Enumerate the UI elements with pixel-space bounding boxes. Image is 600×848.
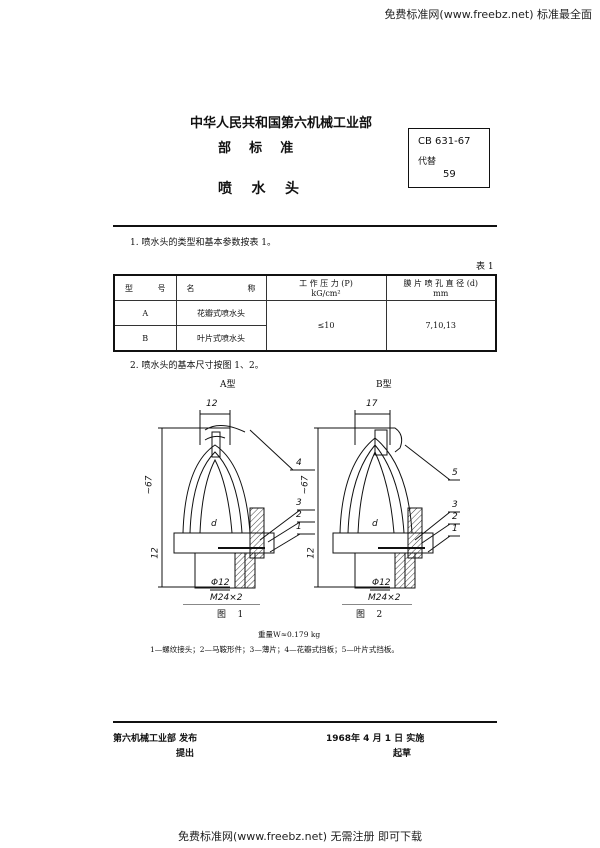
cell-type: B bbox=[113, 325, 177, 352]
part-5: 5 bbox=[452, 468, 458, 478]
header-pressure: 工 作 压 力 (P) bbox=[299, 279, 353, 288]
page-title: 喷 水 头 bbox=[218, 181, 299, 197]
header-type-b: 号 bbox=[157, 283, 166, 293]
weight-note: 重量W≈0.179 kg bbox=[258, 630, 321, 639]
footer-rule bbox=[113, 721, 497, 723]
header-name-a: 名 bbox=[186, 283, 195, 293]
figure-2-caption: 图 2 bbox=[356, 610, 383, 620]
dim-b-thread: M24×2 bbox=[368, 593, 401, 603]
dim-a-d: d bbox=[211, 519, 217, 529]
parameter-table: 型 号 名 称 工 作 压 力 (P)kG/cm² 膜 片 喷 孔 直 径 (d)m… bbox=[113, 274, 497, 352]
dim-a-thread: M24×2 bbox=[210, 593, 243, 603]
ministry-name: 中华人民共和国第六机械工业部 bbox=[190, 116, 373, 131]
part-1b: 1 bbox=[452, 524, 458, 534]
part-2b: 2 bbox=[452, 512, 458, 522]
replaces-value: 59 bbox=[443, 169, 456, 180]
table-row: B 叶片式喷水头 bbox=[113, 325, 496, 352]
dim-a-bore: Φ12 bbox=[211, 578, 230, 588]
figure-a-label: A型 bbox=[220, 380, 236, 390]
nozzle-drawings bbox=[158, 410, 460, 605]
figure-1-caption: 图 1 bbox=[217, 610, 244, 620]
parts-legend: 1—螺纹接头；2—马鞍形件；3—薄片；4—花瓣式挡板；5—叶片式挡板。 bbox=[150, 645, 399, 654]
code-box: CB 631-67 代替 59 bbox=[408, 128, 490, 188]
cell-type: A bbox=[113, 300, 177, 326]
part-2: 2 bbox=[296, 510, 302, 520]
cell-name: 花瓣式喷水头 bbox=[175, 300, 267, 326]
dim-b-bore: Φ12 bbox=[372, 578, 391, 588]
watermark-bottom: 免费标准网(www.freebz.net) 无需注册 即可下载 bbox=[177, 830, 423, 843]
standard-type: 部 标 准 bbox=[218, 141, 294, 156]
drawing-type-b bbox=[314, 410, 460, 605]
section-1: 1. 喷水头的类型和基本参数按表 1。 bbox=[130, 238, 277, 248]
part-3b: 3 bbox=[452, 500, 458, 510]
header-diameter: 膜 片 喷 孔 直 径 (d) bbox=[403, 279, 479, 288]
dim-a-base: 12 bbox=[150, 547, 161, 559]
table-caption: 表 1 bbox=[476, 262, 494, 272]
header-rule bbox=[113, 225, 497, 227]
drawing-type-a bbox=[158, 410, 315, 605]
cell-name: 叶片式喷水头 bbox=[175, 325, 267, 352]
cell-diameter: 7,10,13 bbox=[385, 300, 497, 352]
table-row: A 花瓣式喷水头 ≤10 7,10,13 bbox=[113, 300, 497, 352]
dim-a-height: ~67 bbox=[144, 475, 155, 495]
dim-b-d: d bbox=[372, 519, 378, 529]
footer-effective: 1968年 4 月 1 日 实施 bbox=[326, 734, 425, 744]
dim-b-height: ~67 bbox=[300, 475, 311, 495]
header-pressure-unit: kG/cm² bbox=[311, 289, 341, 298]
cell-pressure: ≤10 bbox=[265, 300, 387, 352]
part-3: 3 bbox=[296, 498, 302, 508]
footer-proposer: 提出 bbox=[176, 749, 195, 759]
standard-code: CB 631-67 bbox=[418, 136, 471, 147]
dim-a-top: 12 bbox=[206, 399, 218, 409]
dim-b-base: 12 bbox=[306, 547, 317, 559]
header-name-b: 称 bbox=[247, 283, 256, 293]
table-header-row: 型 号 名 称 工 作 压 力 (P)kG/cm² 膜 片 喷 孔 直 径 (d)m… bbox=[113, 274, 497, 301]
header-type-a: 型 bbox=[125, 283, 133, 293]
part-4: 4 bbox=[296, 458, 302, 468]
replaces-label: 代替 bbox=[418, 157, 437, 167]
part-1: 1 bbox=[296, 522, 302, 532]
footer-issuer: 第六机械工业部 发布 bbox=[113, 734, 198, 744]
section-2: 2. 喷水头的基本尺寸按图 1、2。 bbox=[130, 361, 264, 371]
footer-drafter: 起草 bbox=[393, 749, 412, 759]
watermark-top: 免费标准网(www.freebz.net) 标准最全面 bbox=[384, 8, 592, 21]
dim-b-top: 17 bbox=[366, 399, 378, 409]
figure-b-label: B型 bbox=[376, 380, 392, 390]
header-diameter-unit: mm bbox=[433, 289, 449, 298]
